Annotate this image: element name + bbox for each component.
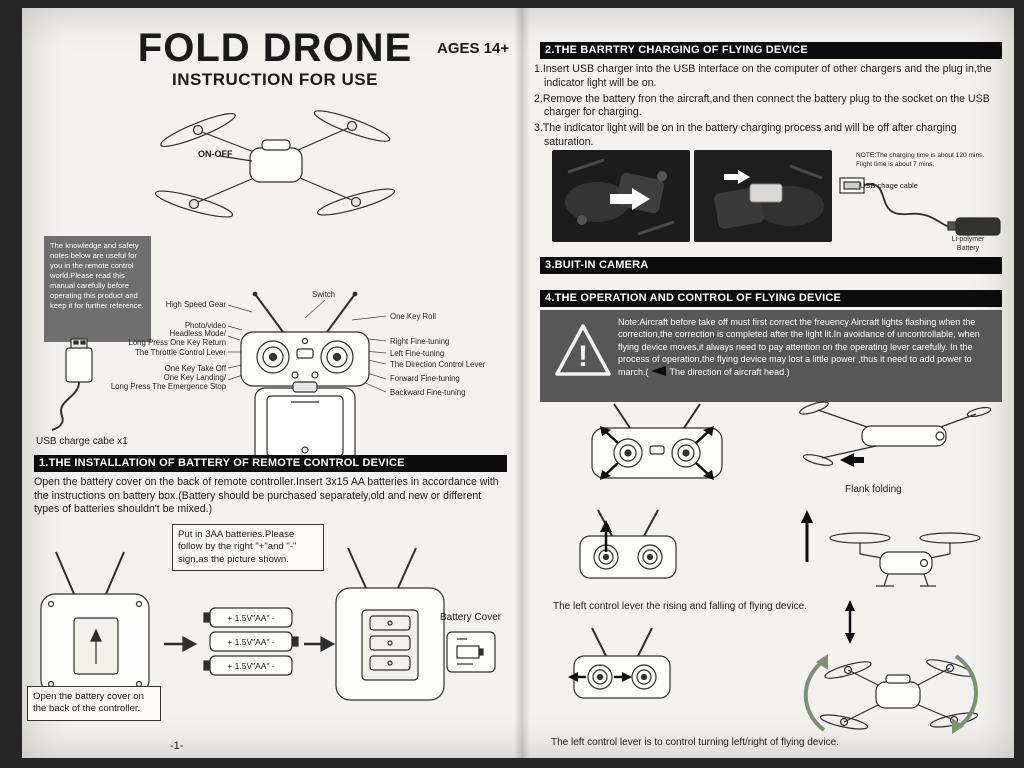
drone-illustration <box>154 110 396 218</box>
warning-box: ! Note:Aircraft before take off must fir… <box>540 310 1002 402</box>
folded-drone-illustration <box>799 401 992 467</box>
charging-diagram <box>839 177 1001 236</box>
controller-correction-illustration <box>591 403 723 480</box>
up-down-arrow-icon <box>845 600 855 644</box>
battery-cover-icon <box>446 631 496 673</box>
battery-cell-label: + 1.5V"AA" - <box>227 661 275 671</box>
photo-battery-remove-1 <box>552 150 690 242</box>
remote-controller-illustration <box>240 291 370 465</box>
drone-front-illustration <box>829 532 981 587</box>
label-forward-fine-tuning: Forward Fine-tuning <box>390 374 460 383</box>
section3-header: 3.BUIT-IN CAMERA <box>540 257 1002 274</box>
section4-header: 4.THE OPERATION AND CONTROL OF FLYING DE… <box>540 290 1002 307</box>
label-photo-video: Photo/video <box>184 321 226 330</box>
battery-cover-label: Battery Cover <box>440 612 502 623</box>
label-right-fine-tuning: Right Fine-tuning <box>390 337 450 346</box>
charging-note: NOTE:The charging time is about 120 mins… <box>856 152 985 168</box>
cover-callout: Open the battery cover on the back of th… <box>27 686 161 721</box>
warning-main: Note:Aircraft before take off must first… <box>618 317 980 377</box>
label-direction-lever: The Direction Control Lever <box>390 360 486 369</box>
label-one-key-landing: One Key Landing/ Long Press The Emergenc… <box>110 373 226 391</box>
label-one-key-roll: One Key Roll <box>390 312 436 321</box>
usb-cable-label: USB charge cabe x1 <box>36 436 128 447</box>
label-switch: Switch <box>312 290 335 299</box>
usb-cable-icon <box>51 338 93 431</box>
battery-callout: Put in 3AA batteries.Please follow by th… <box>172 524 324 572</box>
lipo-battery-label: Li-polymer Battery <box>951 236 985 252</box>
list-item: 3.The indicator light will be on in the … <box>534 122 957 148</box>
section1-body: Open the battery cover on the back of re… <box>34 476 499 516</box>
safety-note-box: The knowledge and safety notes below are… <box>44 236 151 342</box>
list-item: 2.Remove the battery fron the aircraft,a… <box>534 92 990 119</box>
label-left-fine-tuning: Left Fine-tuning <box>390 349 445 358</box>
controller-rise-illustration <box>579 509 677 579</box>
warning-exclamation: ! <box>578 340 588 373</box>
label-headless-mode: Headless Mode/ Long Press One Key Return <box>128 329 226 347</box>
on-off-label: ON-OFF <box>198 149 233 159</box>
controller-turn-illustration <box>568 627 671 699</box>
label-one-key-take-off: One Key Take Off <box>164 364 226 373</box>
page-fold-shadow <box>514 8 530 758</box>
caption-turn: The left control lever is to control tur… <box>551 737 839 748</box>
left-arrow-icon <box>650 366 666 377</box>
section2-list: 1.Insert USB charger into the USB interf… <box>534 63 1006 150</box>
usb-charge-cable-label: USB chage cable <box>860 181 918 190</box>
warning-tail: The direction of aircraft head.) <box>669 366 790 377</box>
warning-text: Note:Aircraft before take off must first… <box>618 316 994 378</box>
page-number: -1- <box>170 740 184 752</box>
battery-cell-label: + 1.5V"AA" - <box>227 637 275 647</box>
battery-install-diagram: + 1.5V"AA" - + 1.5V"AA" - + 1.5V"AA" - <box>40 547 445 701</box>
caption-rise-fall: The left control lever the rising and fa… <box>553 601 808 612</box>
manual-spread: FOLD DRONE INSTRUCTION FOR USE AGES 14+ … <box>22 8 1014 758</box>
photo-battery-remove-2 <box>694 150 832 242</box>
section2-header: 2.THE BARRTRY CHARGING OF FLYING DEVICE <box>540 42 1002 59</box>
label-high-speed-gear: High Speed Gear <box>165 300 226 309</box>
list-item: 1.Insert USB charger into the USB interf… <box>534 63 992 89</box>
page-title: FOLD DRONE <box>137 26 413 70</box>
section1-header: 1.THE INSTALLATION OF BATTERY OF REMOTE … <box>34 455 507 472</box>
drone-rotation-illustration <box>803 654 979 734</box>
age-rating: AGES 14+ <box>437 40 510 57</box>
battery-cell-label: + 1.5V"AA" - <box>227 613 275 623</box>
warning-triangle-icon: ! <box>555 324 611 376</box>
page-subtitle: INSTRUCTION FOR USE <box>172 70 378 89</box>
label-backward-fine-tuning: Backward Fine-tuning <box>390 388 466 397</box>
label-throttle-lever: The Throttle Control Lever <box>135 348 226 357</box>
up-arrow-icon <box>801 510 813 562</box>
flank-folding-label: Flank folding <box>845 484 902 495</box>
